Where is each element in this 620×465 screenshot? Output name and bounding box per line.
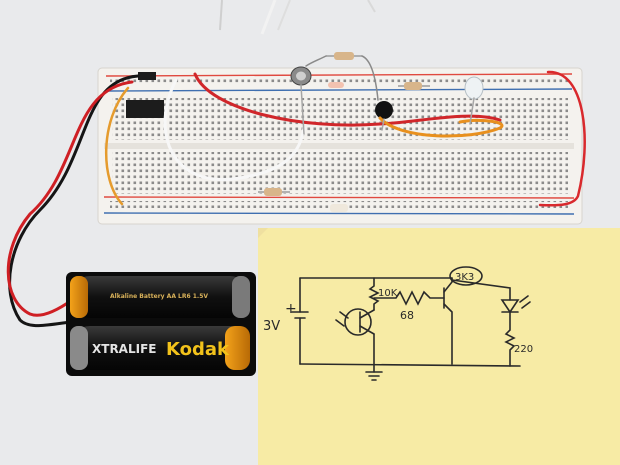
led <box>464 76 484 100</box>
resistor-right <box>398 82 430 90</box>
battery-model-label: XTRALIFE <box>92 342 156 356</box>
resistor-small <box>328 82 344 88</box>
wires <box>6 55 586 328</box>
label-r4: 220 <box>514 344 533 355</box>
battery-holder: Alkaline Battery AA LR6 1.5V XTRALIFE Ko… <box>66 272 256 376</box>
label-r1: 10K <box>378 288 398 299</box>
resistor-top <box>326 52 362 60</box>
sticky-note <box>258 228 620 465</box>
battery-brand-label: Kodak <box>166 339 230 360</box>
label-r2: 68 <box>400 309 414 322</box>
resistor-bottom <box>258 188 290 196</box>
label-plus: + <box>285 301 297 317</box>
battery-top-print: Alkaline Battery AA LR6 1.5V <box>110 293 208 300</box>
resistor-light <box>330 204 348 212</box>
components <box>258 52 484 212</box>
label-supply: 3V <box>263 319 280 334</box>
stray-wires <box>219 0 376 35</box>
label-r3: 3K3 <box>455 272 474 283</box>
transistor <box>375 101 393 119</box>
schematic-labels: 3V + 10K 68 3K3 220 <box>263 272 533 355</box>
battery-top <box>70 276 250 318</box>
battery-bottom <box>70 326 250 370</box>
hand-drawn-schematic <box>291 266 531 381</box>
pin-header <box>126 72 164 118</box>
